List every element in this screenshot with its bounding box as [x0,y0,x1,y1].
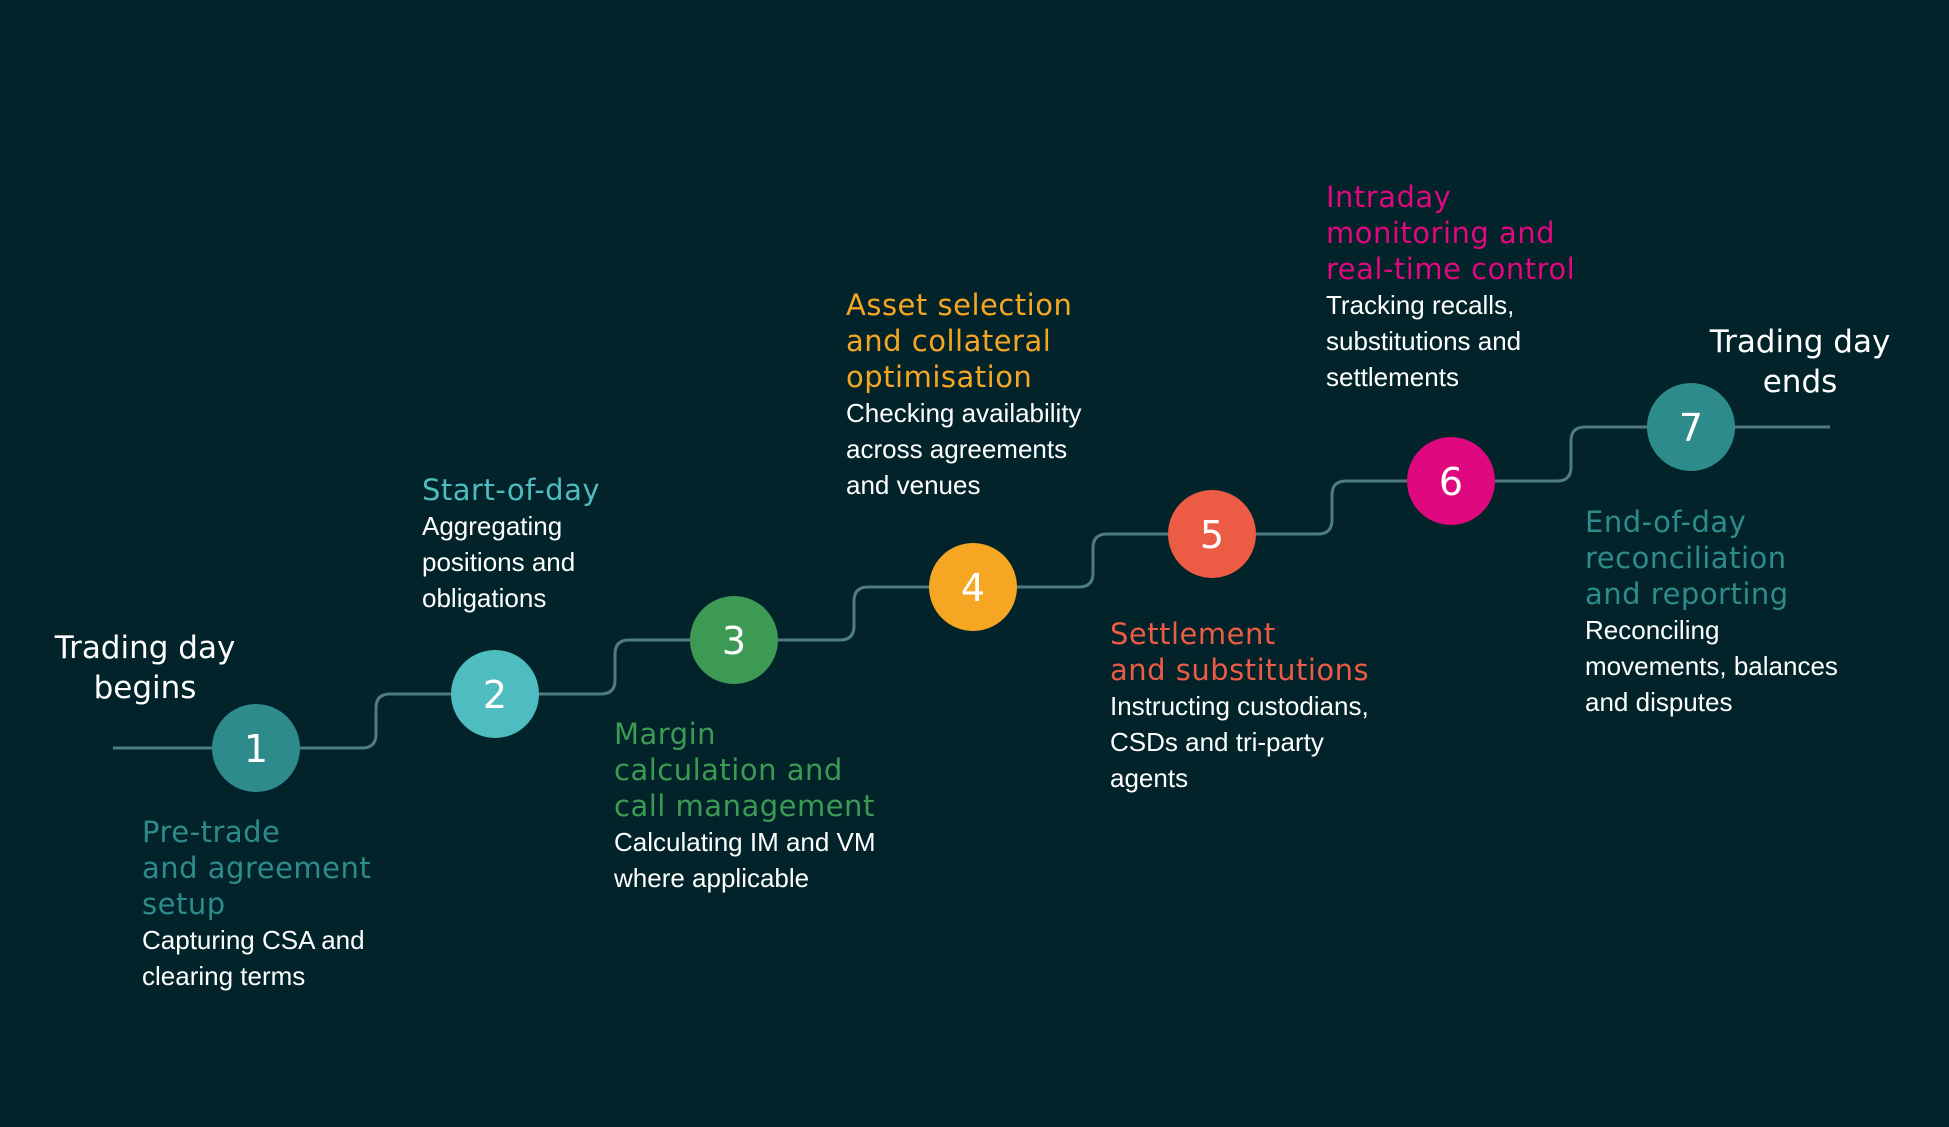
step-title-2: Start-of-day [422,473,601,507]
end-label: Trading day ends [1709,324,1891,400]
start-label: Trading day begins [54,630,236,706]
step-block-5: Settlement and substitutions Instructing… [1110,616,1430,796]
step-circle-1 [212,704,300,792]
step-node-4: 4 [929,543,1017,631]
step-node-6: 6 [1407,437,1495,525]
step-number-2: 2 [483,673,507,717]
step-number-4: 4 [961,566,985,610]
step-circle-7 [1647,383,1735,471]
step-circle-4 [929,543,1017,631]
step-title-7: End-of-day reconciliation and reporting [1585,505,1789,611]
step-title-6: Intraday monitoring and real-time contro… [1326,180,1576,286]
step-block-6: Intraday monitoring and real-time contro… [1326,179,1646,395]
step-block-4: Asset selection and collateral optimisat… [846,287,1166,503]
step-circle-5 [1168,490,1256,578]
step-circle-6 [1407,437,1495,525]
step-number-6: 6 [1439,460,1463,504]
step-node-3: 3 [690,596,778,684]
step-desc-3: Calculating IM and VM where applicable [614,827,876,893]
step-number-3: 3 [722,619,746,663]
step-node-1: 1 [212,704,300,792]
step-title-5: Settlement and substitutions [1110,617,1370,687]
step-desc-5: Instructing custodians, CSDs and tri-par… [1110,691,1369,793]
step-circle-3 [690,596,778,684]
step-title-1: Pre-trade and agreement setup [142,815,372,921]
step-node-5: 5 [1168,490,1256,578]
step-number-1: 1 [244,727,268,771]
step-number-7: 7 [1679,406,1703,450]
step-block-2: Start-of-day Aggregating positions and o… [422,472,742,616]
step-title-3: Margin calculation and call management [614,717,875,823]
step-nodes: 1 2 3 4 5 6 7 [212,383,1735,792]
step-block-3: Margin calculation and call management C… [614,716,934,896]
step-number-5: 5 [1200,513,1224,557]
step-desc-1: Capturing CSA and clearing terms [142,925,365,991]
step-desc-6: Tracking recalls, substitutions and sett… [1326,290,1522,392]
step-block-7: End-of-day reconciliation and reporting … [1585,504,1905,720]
step-node-7: 7 [1647,383,1735,471]
step-title-4: Asset selection and collateral optimisat… [846,288,1073,394]
step-circle-2 [451,650,539,738]
step-block-1: Pre-trade and agreement setup Capturing … [142,814,462,994]
step-desc-4: Checking availability across agreements … [846,398,1082,500]
step-desc-2: Aggregating positions and obligations [422,511,576,613]
step-node-2: 2 [451,650,539,738]
step-desc-7: Reconciling movements, balances and disp… [1585,615,1838,717]
